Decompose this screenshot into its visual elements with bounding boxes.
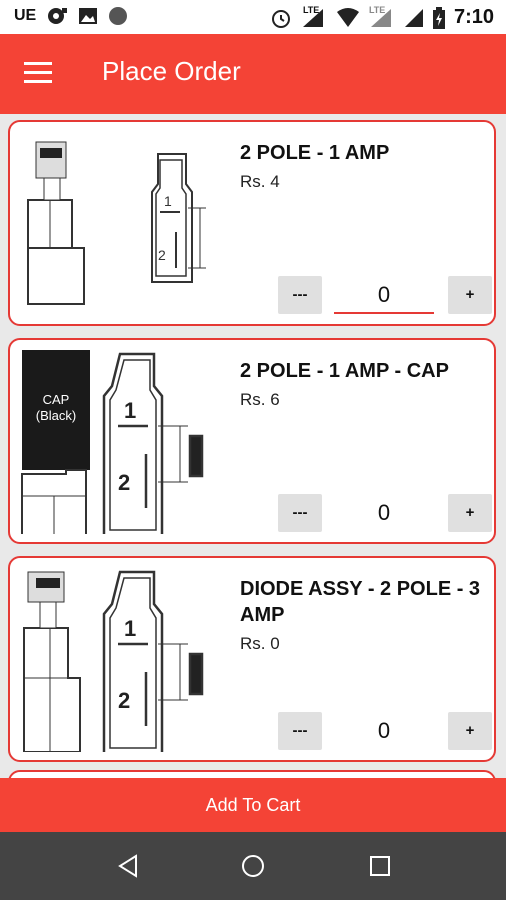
page-title: Place Order <box>102 56 241 86</box>
cap-label-bottom: (Black) <box>36 408 76 423</box>
image-icon <box>79 8 98 24</box>
system-nav-bar <box>0 832 506 900</box>
quantity-stepper: --- 0 + <box>278 712 492 750</box>
product-name: 2 POLE - 1 AMP - CAP <box>240 360 449 382</box>
back-icon[interactable] <box>114 852 142 880</box>
product-name: DIODE ASSY - 2 POLE - 3 AMP <box>240 578 481 626</box>
product-price: Rs. 0 <box>240 634 280 653</box>
product-card: 1 2 2 POLE - 1 AMP Rs. 4 --- 0 + <box>8 120 496 326</box>
product-image: 1 2 <box>27 141 206 305</box>
app-bar: Place Order <box>0 34 506 114</box>
pin-diagram-drawing <box>102 352 204 534</box>
svg-text:1: 1 <box>124 398 136 423</box>
svg-text:2: 2 <box>118 688 130 713</box>
wifi-icon <box>336 7 359 27</box>
alarm-icon <box>271 9 290 28</box>
recents-icon[interactable] <box>366 852 394 880</box>
quantity-stepper: --- 0 + <box>278 276 492 314</box>
battery-icon <box>432 6 445 29</box>
decrease-button[interactable]: --- <box>278 712 322 750</box>
increase-button[interactable]: + <box>448 712 492 750</box>
signal-icon <box>404 8 423 27</box>
signal-lte-icon-2: LTE <box>368 4 395 29</box>
product-card: CAP (Black) 1 2 2 POLE - 1 AMP - CAP Rs.… <box>8 338 496 544</box>
product-name: 2 POLE - 1 AMP <box>240 142 390 164</box>
carrier-label: UE <box>14 7 37 24</box>
cap-label-top: CAP <box>43 392 70 407</box>
pin-diagram-drawing <box>151 153 206 283</box>
quantity-stepper: --- 0 + <box>278 494 492 532</box>
decrease-button[interactable]: --- <box>278 494 322 532</box>
svg-text:2: 2 <box>158 247 166 263</box>
decrease-button[interactable]: --- <box>278 276 322 314</box>
svg-text:2: 2 <box>118 470 130 495</box>
hamburger-menu-icon[interactable] <box>24 62 56 86</box>
increase-button[interactable]: + <box>448 494 492 532</box>
network-type-label: LTE <box>302 4 320 15</box>
product-card-partial <box>8 770 496 778</box>
quantity-input[interactable]: 0 <box>334 276 434 314</box>
svg-text:1: 1 <box>164 193 172 209</box>
product-image: CAP (Black) 1 2 <box>21 350 204 534</box>
diode-relay-drawing <box>23 571 81 752</box>
notification-icon <box>48 8 68 24</box>
signal-lte-icon: LTE <box>301 4 327 29</box>
add-to-cart-button[interactable]: Add To Cart <box>0 778 506 832</box>
cap-relay-drawing <box>21 350 90 534</box>
home-icon[interactable] <box>239 852 267 880</box>
relay-base-drawing <box>27 141 85 305</box>
clock: 7:10 <box>453 6 494 28</box>
product-price: Rs. 4 <box>240 172 280 191</box>
product-list[interactable]: 1 2 2 POLE - 1 AMP Rs. 4 --- 0 + CAP (Bl… <box>0 114 506 778</box>
product-price: Rs. 6 <box>240 390 280 409</box>
product-card: 1 2 DIODE ASSY - 2 POLE - 3 AMP Rs. 0 --… <box>8 556 496 762</box>
increase-button[interactable]: + <box>448 276 492 314</box>
pin-diagram-drawing <box>102 570 204 752</box>
quantity-input[interactable]: 0 <box>377 500 391 525</box>
circle-icon <box>109 7 128 25</box>
svg-text:1: 1 <box>124 616 136 641</box>
status-bar: UE LTE LTE 7:10 <box>0 0 506 34</box>
network-type-label-2: LTE <box>368 4 386 15</box>
quantity-input[interactable]: 0 <box>377 718 391 743</box>
product-image: 1 2 <box>23 570 204 752</box>
